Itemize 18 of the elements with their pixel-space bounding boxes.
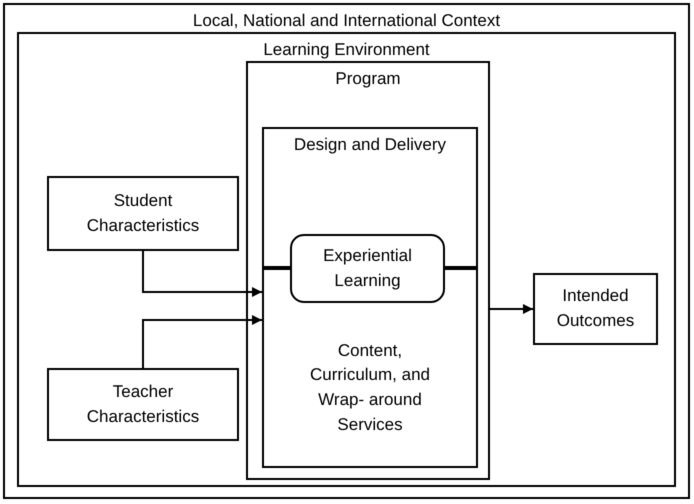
box-label: Local, National and International Context — [192, 11, 500, 30]
arrow — [142, 251, 262, 297]
process-box — [47, 368, 239, 441]
arrow — [142, 315, 262, 368]
box-label: Design and Delivery — [294, 135, 446, 154]
arrow — [490, 304, 533, 314]
box-label: Intended Outcomes — [556, 285, 636, 332]
box-label: Learning Environment — [263, 40, 430, 59]
rounded-box — [290, 234, 445, 303]
box-label: Program — [335, 69, 401, 88]
process-box — [47, 176, 239, 251]
box-label: Content, Curriculum, and Wrap- around Services — [309, 340, 431, 436]
box-label: Teacher Characteristics — [86, 380, 200, 428]
process-box — [262, 268, 478, 468]
box-label: Student Characteristics — [86, 190, 200, 236]
box-label: Experiential Learning — [322, 244, 413, 292]
outcome-box — [533, 273, 658, 345]
program-box — [246, 61, 490, 480]
